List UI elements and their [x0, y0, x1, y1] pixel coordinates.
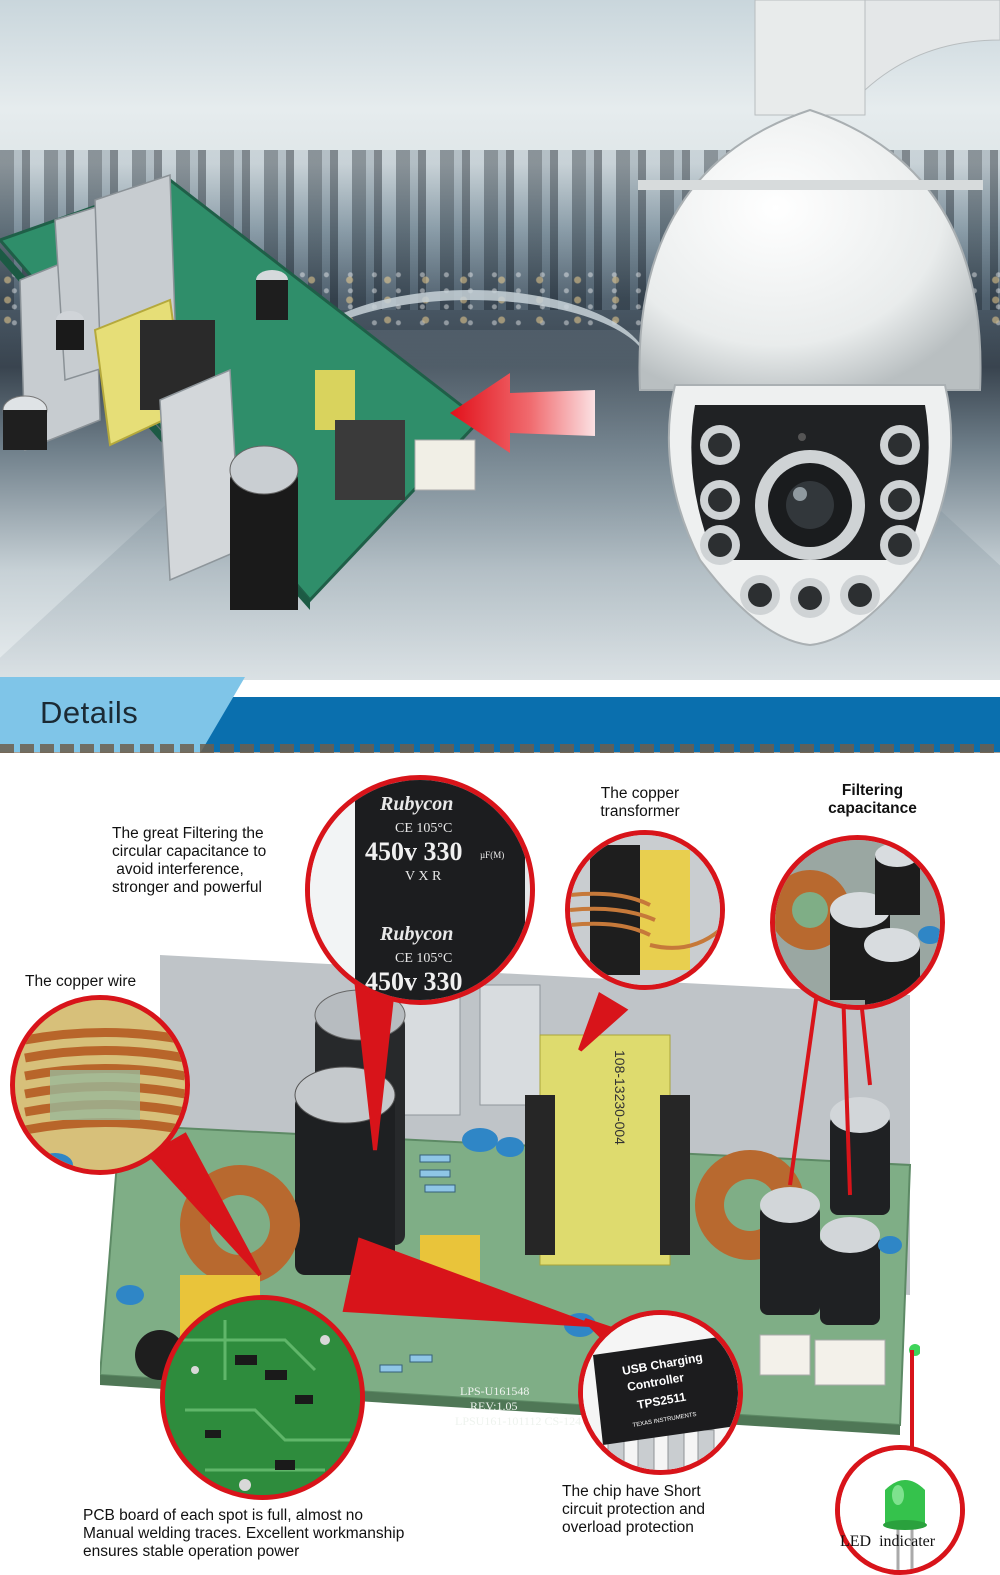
divider-line	[0, 752, 1000, 753]
callout-led	[835, 1445, 965, 1575]
label-copper-wire: The copper wire	[25, 973, 137, 990]
section-title: Details	[40, 695, 139, 730]
capacitor-rating-2: 450v 330	[365, 967, 463, 996]
board-rev-print: REV:1.05	[470, 1399, 517, 1413]
callout-copper-wire	[10, 995, 190, 1175]
ptz-dome-camera-photo	[638, 0, 1000, 647]
label-pcb-line1: PCB board of each spot is full, almost n…	[83, 1507, 364, 1524]
label-copper-transformer-line2: transformer	[600, 803, 680, 820]
capacitor-closeup: Rubycon CE 105°C 450v 330 µF(M) V X R Ru…	[310, 780, 525, 1000]
label-led: LED indicater	[840, 1533, 936, 1550]
callout-pointers	[146, 894, 914, 1455]
copper-wire-closeup	[15, 1000, 185, 1170]
label-filter-cap: The great Filtering the circular capacit…	[112, 825, 266, 897]
pcb-closeup	[165, 1300, 360, 1495]
label-copper-transformer: The copper transformer	[580, 785, 700, 821]
hero-image	[0, 0, 1000, 680]
capacitor-series: V X R	[405, 869, 442, 884]
label-chip: The chip have Short circuit protection a…	[562, 1483, 705, 1537]
power-supply-board-photo	[0, 173, 480, 610]
label-chip-line3: overload protection	[562, 1519, 694, 1536]
label-chip-line1: The chip have Short	[562, 1483, 701, 1500]
capacitor-brand-2: Rubycon	[379, 923, 453, 945]
board-model2-print: LPSU161-101112 CS-124	[455, 1414, 581, 1428]
transformer-print: 108-13230-004	[612, 1050, 628, 1145]
capacitor-unit: µF(M)	[480, 850, 504, 860]
capacitor-temp: CE 105°C	[395, 821, 452, 836]
transformer-closeup	[570, 835, 720, 985]
callout-transformer	[565, 830, 725, 990]
dashed-divider	[0, 744, 1000, 753]
banner-tab	[0, 677, 245, 752]
label-pcb-line2: Manual welding traces. Excellent workman…	[83, 1525, 405, 1542]
label-filter-cap-line1: The great Filtering the	[112, 825, 264, 842]
callout-chip: USB Charging Controller TPS2511 TEXAS IN…	[578, 1310, 743, 1475]
callout-filter-caps	[770, 835, 945, 1010]
filter-caps-closeup	[775, 840, 940, 1005]
label-filter-cap-line3: avoid interference,	[112, 861, 244, 878]
callout-capacitor: Rubycon CE 105°C 450v 330 µF(M) V X R Ru…	[305, 775, 535, 1005]
capacitor-temp-2: CE 105°C	[395, 951, 452, 966]
label-filtering-capacitance-line1: Filtering	[841, 782, 904, 799]
label-chip-line2: circuit protection and	[562, 1501, 706, 1518]
board-model-print: LPS-U161548	[460, 1384, 529, 1398]
red-arrow-icon	[450, 373, 595, 453]
label-filter-cap-line2: circular capacitance to	[112, 843, 267, 860]
capacitor-brand: Rubycon	[379, 793, 453, 815]
section-banner: Details	[0, 677, 1000, 753]
label-filtering-capacitance-line2: capacitance	[828, 800, 917, 817]
label-filter-cap-line4: stronger and powerful	[112, 879, 262, 896]
label-pcb-line3: ensures stable operation power	[83, 1543, 300, 1560]
overpass-bridge	[290, 290, 650, 370]
label-filtering-capacitance: Filtering capacitance	[805, 782, 940, 818]
label-copper-transformer-line1: The copper	[600, 785, 680, 802]
label-pcb: PCB board of each spot is full, almost n…	[83, 1507, 404, 1561]
capacitor-rating: 450v 330	[365, 837, 463, 866]
led-closeup	[840, 1450, 960, 1570]
callout-pcb-board	[160, 1295, 365, 1500]
details-section: 108-13230-004	[0, 755, 1000, 1575]
